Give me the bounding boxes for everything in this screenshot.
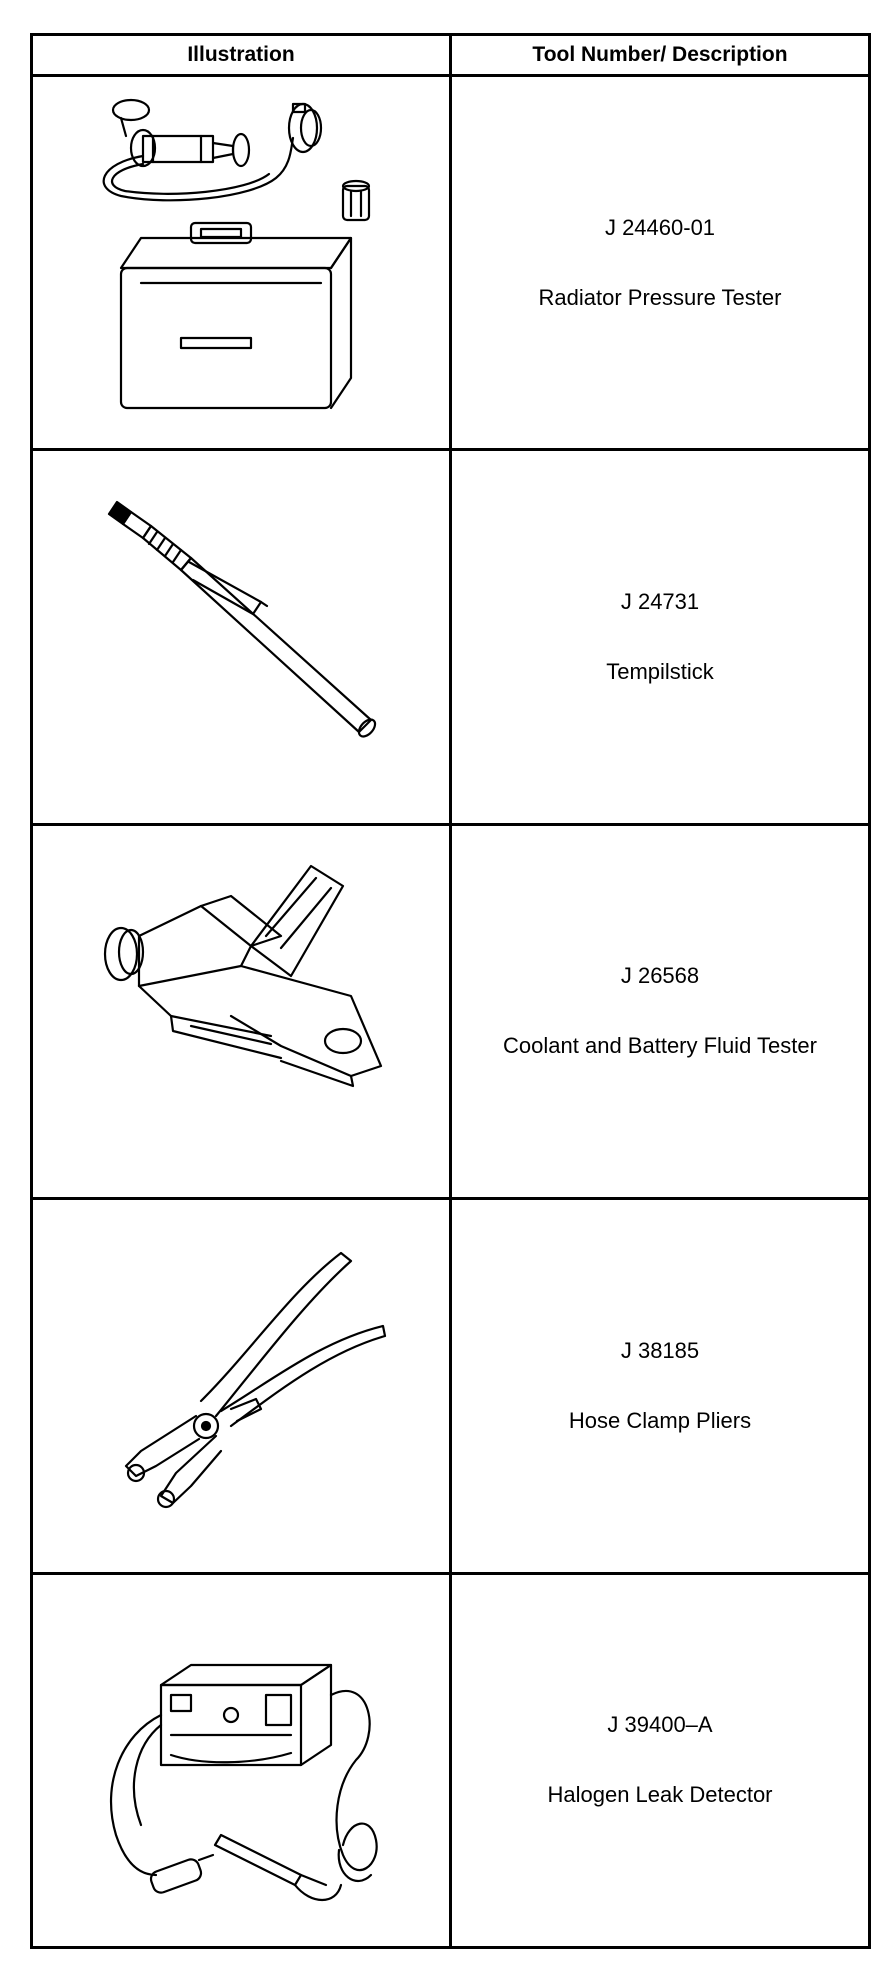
illustration-cell xyxy=(30,1571,452,1950)
description-cell: J 39400–A Halogen Leak Detector xyxy=(449,1571,871,1950)
description-cell: J 24731 Tempilstick xyxy=(449,448,871,826)
table-row: J 24460-01 Radiator Pressure Tester xyxy=(30,73,871,452)
tool-number: J 24460-01 xyxy=(604,214,716,240)
table-row: J 38185 Hose Clamp Pliers xyxy=(30,1197,871,1575)
illustration-column-header: Illustration xyxy=(30,33,452,77)
tool-number: J 24731 xyxy=(620,589,700,615)
tool-number: J 39400–A xyxy=(607,1712,713,1738)
tool-description: Tempilstick xyxy=(606,659,714,685)
hose-clamp-pliers-icon xyxy=(124,1251,387,1508)
tool-description: Hose Clamp Pliers xyxy=(568,1407,752,1433)
tool-description: Radiator Pressure Tester xyxy=(538,284,782,310)
table-row: J 24731 Tempilstick xyxy=(30,448,871,826)
description-cell: J 26568 Coolant and Battery Fluid Tester xyxy=(449,822,871,1201)
special-tools-table: Illustration Tool Number/ Description xyxy=(30,33,871,1950)
halogen-leak-detector-icon xyxy=(109,1664,378,1902)
tool-description: Coolant and Battery Fluid Tester xyxy=(503,1033,817,1059)
tool-column-header: Tool Number/ Description xyxy=(449,33,871,77)
coolant-battery-fluid-tester-icon xyxy=(103,865,383,1088)
illustration-cell xyxy=(30,822,452,1201)
tool-description: Halogen Leak Detector xyxy=(547,1782,773,1808)
tool-number: J 38185 xyxy=(620,1337,700,1363)
header-row: Illustration Tool Number/ Description xyxy=(30,33,871,77)
table-row: J 26568 Coolant and Battery Fluid Tester xyxy=(30,822,871,1201)
illustration-cell xyxy=(30,448,452,826)
table-row: J 39400–A Halogen Leak Detector xyxy=(30,1571,871,1950)
description-cell: J 24460-01 Radiator Pressure Tester xyxy=(449,73,871,452)
description-cell: J 38185 Hose Clamp Pliers xyxy=(449,1197,871,1575)
tempilstick-icon xyxy=(107,500,377,738)
radiator-pressure-tester-icon xyxy=(102,98,371,409)
tool-number: J 26568 xyxy=(620,963,700,989)
illustration-cell xyxy=(30,73,452,452)
illustration-cell xyxy=(30,1197,452,1575)
